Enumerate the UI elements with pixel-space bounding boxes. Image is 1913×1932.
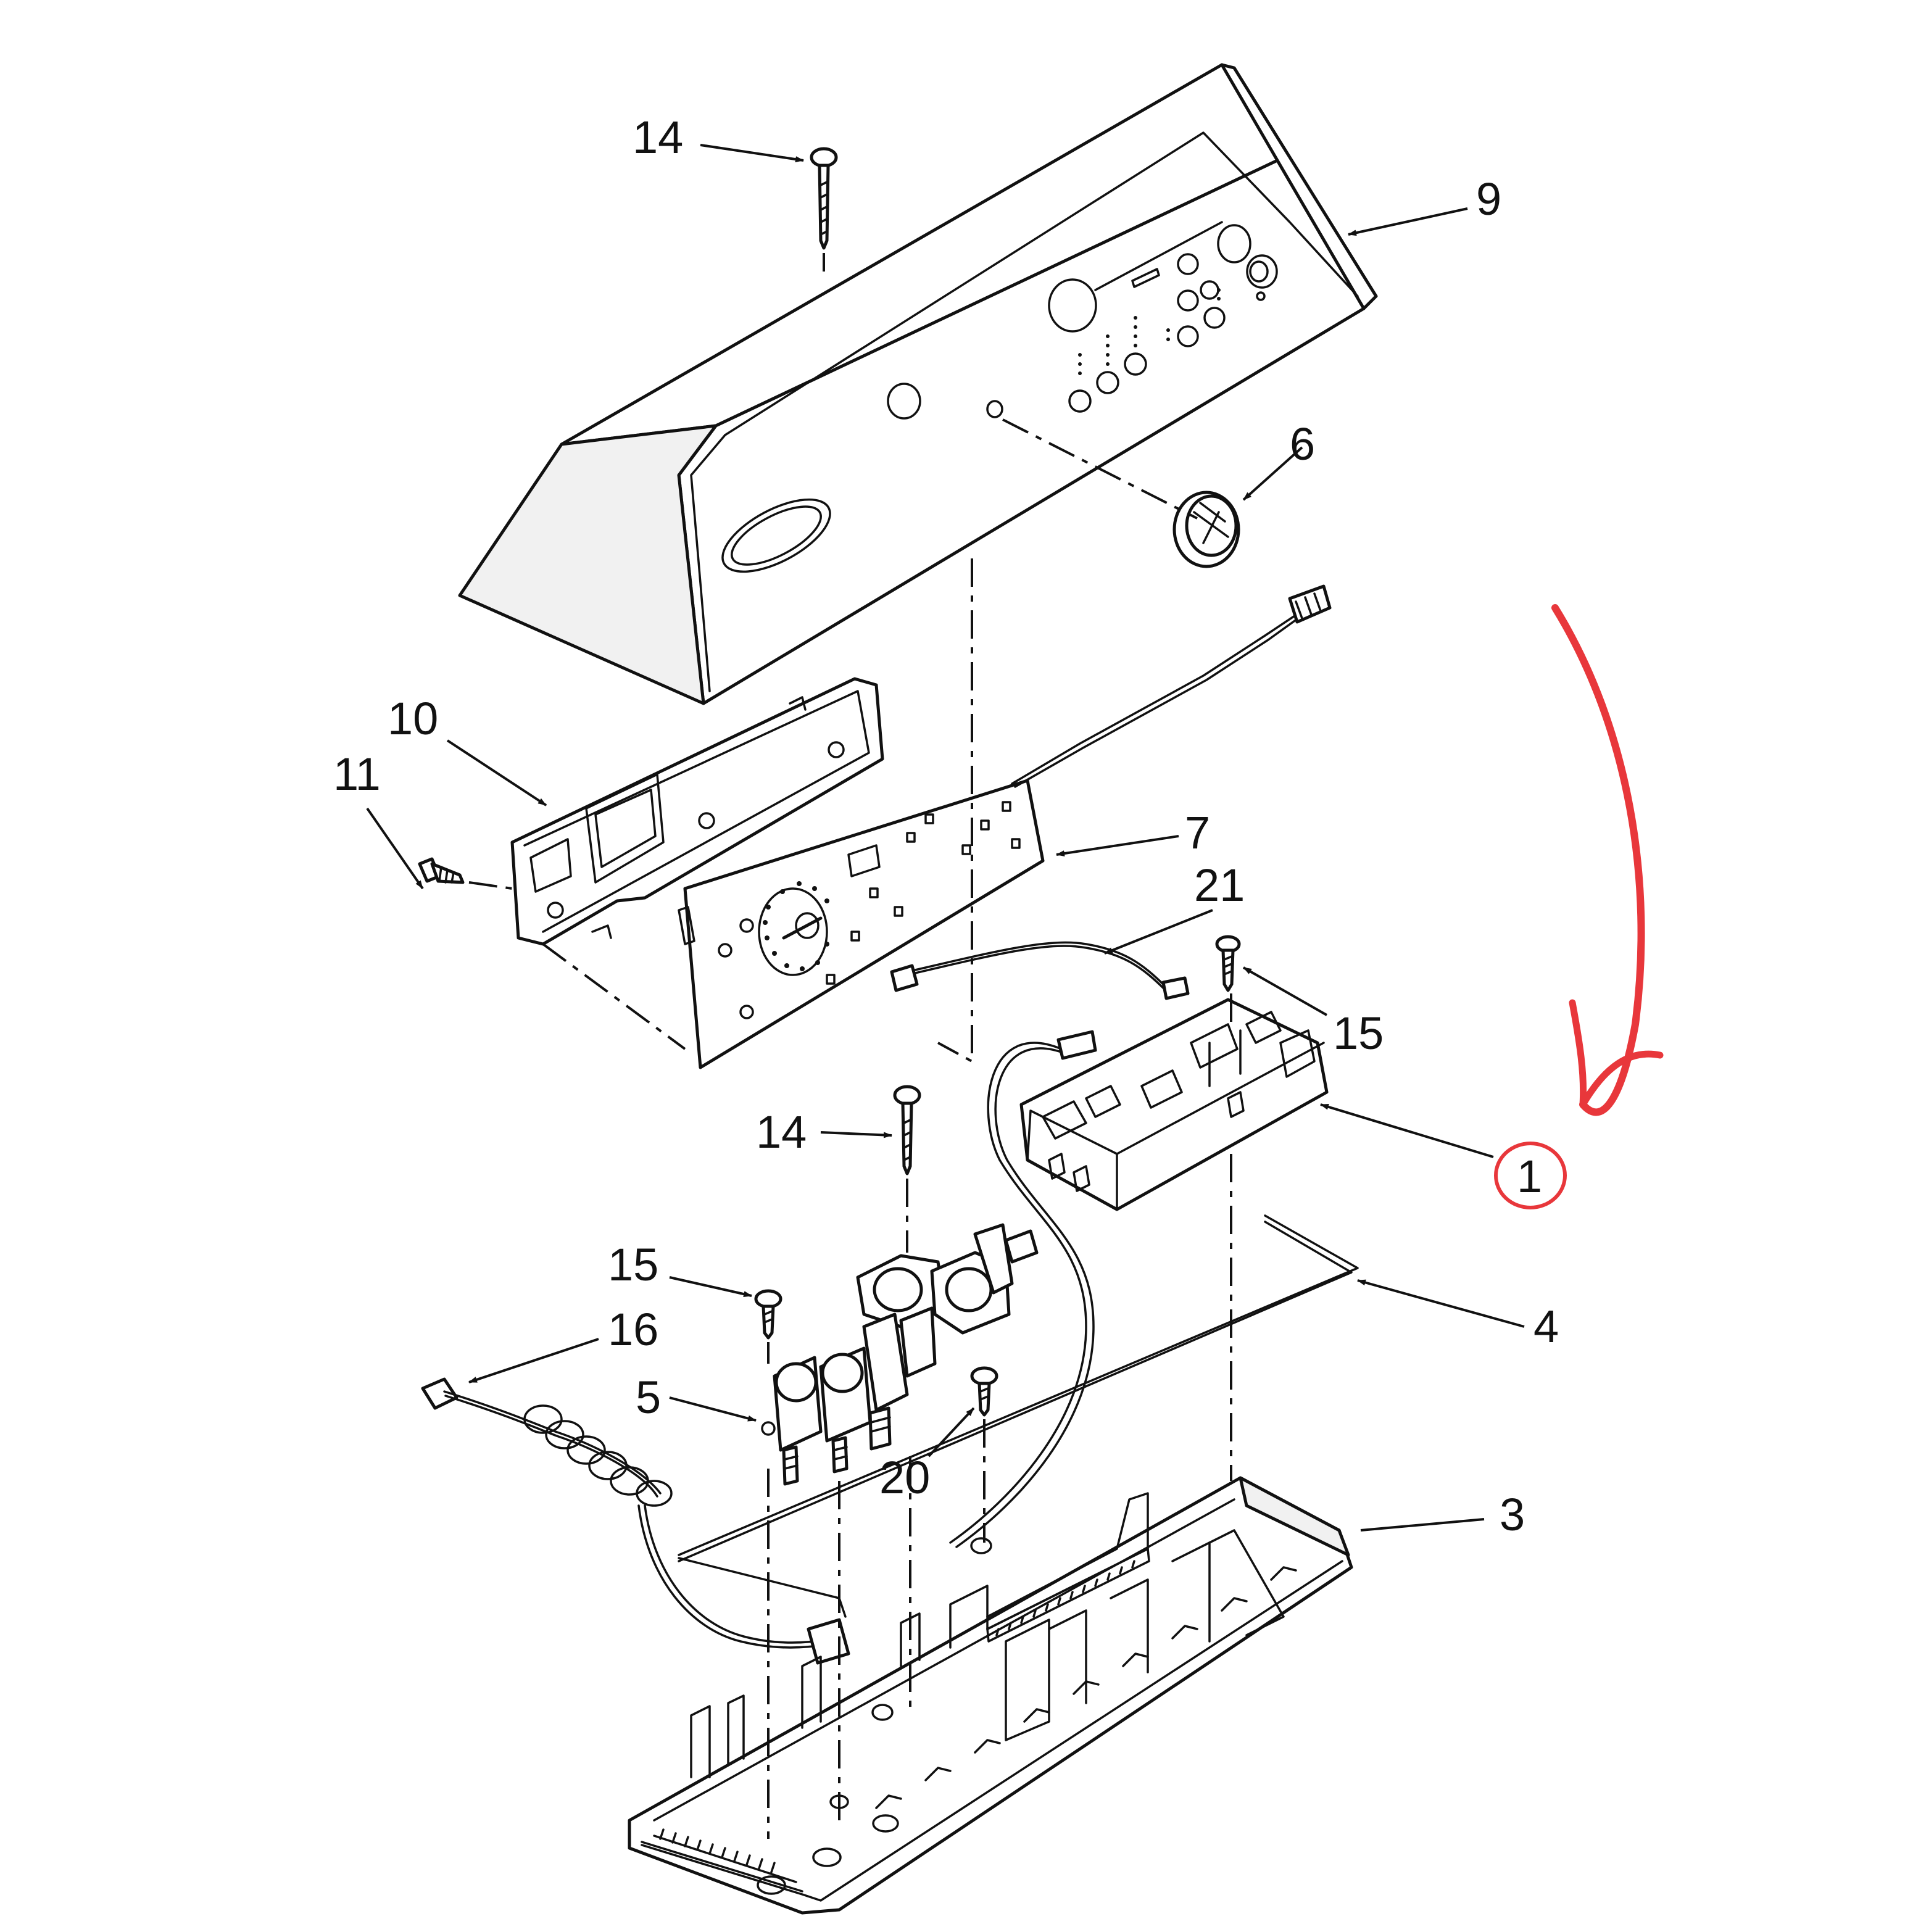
- screw-14-top: [810, 147, 838, 250]
- label-1: 1: [1517, 1151, 1542, 1202]
- label-15-left: 15: [608, 1239, 658, 1290]
- leader-lines: [366, 144, 1525, 1532]
- label-6: 6: [1290, 418, 1315, 470]
- wire-harness-21: [890, 941, 1190, 1000]
- label-14-top: 14: [633, 112, 683, 163]
- base-housing: [628, 1476, 1353, 1915]
- label-14-mid: 14: [756, 1106, 807, 1158]
- highlight-circle: [1494, 1142, 1567, 1209]
- screw-20: [970, 1366, 998, 1417]
- board-harness: [949, 1030, 1097, 1548]
- assembly-centerlines: [468, 253, 1232, 1839]
- highlight-arrow: [1551, 604, 1664, 1116]
- screw-14-mid: [893, 1085, 921, 1175]
- label-3: 3: [1500, 1489, 1525, 1540]
- label-20: 20: [879, 1452, 930, 1503]
- main-control-board: [1019, 998, 1329, 1211]
- label-11: 11: [333, 748, 381, 800]
- ui-board: [678, 779, 1045, 1069]
- screw-15-right: [1215, 935, 1241, 992]
- part-labels: 14 9 6 10 11 7 21 15 1 14 15 4 16 5 20 3: [333, 112, 1559, 1540]
- control-knob: [1172, 491, 1240, 568]
- label-7: 7: [1185, 807, 1210, 858]
- screw-15-left: [754, 1289, 782, 1340]
- label-9: 9: [1476, 173, 1501, 225]
- label-10: 10: [388, 693, 438, 744]
- rod-4: [678, 1214, 1359, 1562]
- label-15-right: 15: [1333, 1008, 1384, 1059]
- label-5: 5: [636, 1372, 661, 1423]
- label-4: 4: [1533, 1301, 1559, 1352]
- console-panel: [458, 63, 1378, 705]
- console-harness: [1011, 584, 1332, 788]
- label-16: 16: [608, 1304, 658, 1355]
- label-21: 21: [1194, 860, 1245, 911]
- water-valve-assembly: [761, 1223, 1039, 1486]
- panel-bracket: [510, 677, 884, 946]
- screw-11: [418, 857, 465, 884]
